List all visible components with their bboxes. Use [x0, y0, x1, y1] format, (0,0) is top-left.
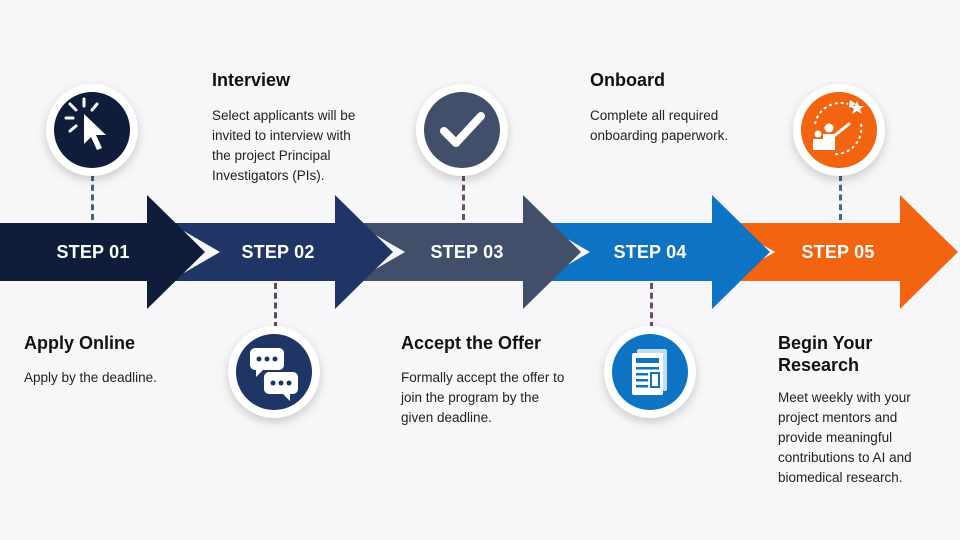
step-02-description: Select applicants will be invited to int…: [212, 108, 356, 183]
connector-step-2: [274, 283, 277, 328]
step-05-icon-circle: [793, 84, 885, 176]
connector-step-5: [839, 175, 842, 220]
arrow-step-5: [725, 195, 958, 309]
arrow-step-2: [170, 195, 393, 309]
connector-step-3: [462, 175, 465, 220]
step-04-label: STEP 04: [613, 242, 687, 262]
mentor-goal-icon: [813, 100, 864, 156]
cursor-click-icon: [64, 97, 106, 150]
step-05-label: STEP 05: [801, 242, 875, 262]
step-01-description: Apply by the deadline.: [24, 370, 157, 385]
step-02-title: Interview: [212, 70, 291, 90]
connector-step-4: [650, 283, 653, 328]
step-04-title: Onboard: [590, 70, 665, 90]
step-05-description: Meet weekly with your project mentors an…: [778, 390, 912, 485]
document-icon: [632, 349, 667, 395]
step-04-icon-circle: [604, 326, 696, 418]
step-05-title: Begin Your Research: [778, 333, 873, 375]
step-01-label: STEP 01: [56, 242, 130, 262]
step-03-label: STEP 03: [430, 242, 504, 262]
step-03-title: Accept the Offer: [401, 333, 542, 353]
checkmark-icon: [440, 112, 485, 147]
step-04-description: Complete all required onboarding paperwo…: [590, 108, 729, 143]
step-01-icon-circle: [46, 84, 138, 176]
connector-step-1: [91, 175, 94, 220]
chat-bubbles-icon: [250, 348, 298, 401]
arrow-step-3: [355, 195, 581, 309]
step-02-icon-circle: [228, 326, 320, 418]
arrow-step-4: [540, 195, 770, 309]
step-02-label: STEP 02: [241, 242, 315, 262]
arrow-step-1: [0, 195, 205, 309]
step-01-title: Apply Online: [24, 333, 136, 353]
step-03-icon-circle: [416, 84, 508, 176]
step-03-description: Formally accept the offer to join the pr…: [401, 370, 565, 425]
